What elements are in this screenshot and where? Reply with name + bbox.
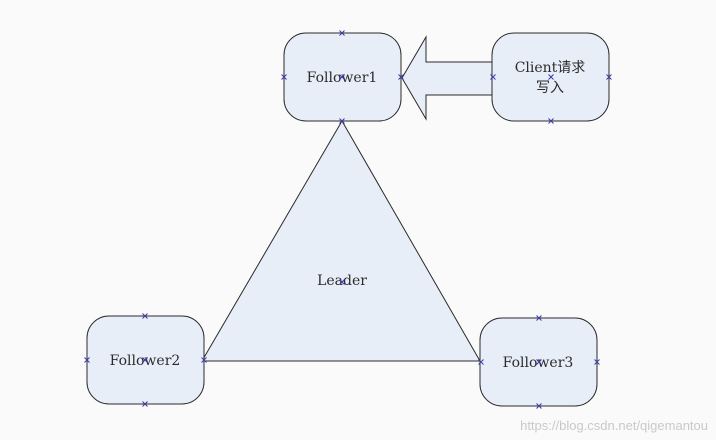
connection-handle-icon xyxy=(536,315,542,321)
follower1-label: Follower1 xyxy=(307,70,378,86)
leader-label: Leader xyxy=(317,273,367,289)
connection-handle-icon xyxy=(594,359,600,365)
watermark-text: https://blog.csdn.net/qigemantou xyxy=(520,418,708,433)
connection-handle-icon xyxy=(478,359,484,365)
connection-handle-icon xyxy=(339,74,345,80)
connection-handle-icon xyxy=(339,279,345,285)
client-label-line2: 写入 xyxy=(536,80,564,96)
connection-handle-icon xyxy=(536,359,542,365)
connection-handle-icon xyxy=(142,401,148,407)
client-label-line1: Client请求 xyxy=(515,60,586,76)
connection-handle-icon xyxy=(84,357,90,363)
connection-handle-icon xyxy=(201,357,207,363)
connection-handle-icon xyxy=(339,30,345,36)
connection-handle-icon xyxy=(281,74,287,80)
connection-handle-icon xyxy=(606,74,612,80)
client-to-follower1-arrow xyxy=(401,35,495,121)
connection-handle-icon xyxy=(548,118,554,124)
connection-handle-icon xyxy=(490,74,496,80)
follower2-label: Follower2 xyxy=(110,353,181,369)
left-arrow-icon xyxy=(401,35,495,121)
connection-handle-icon xyxy=(536,403,542,409)
leader-triangle xyxy=(201,120,481,362)
connection-handle-icon xyxy=(398,74,404,80)
connection-handle-icon xyxy=(142,313,148,319)
connection-handle-icon xyxy=(142,357,148,363)
connection-handle-icon xyxy=(339,118,345,124)
connection-handle-icon xyxy=(548,74,554,80)
leader-node[interactable]: Leader xyxy=(201,120,481,362)
connection-handles xyxy=(84,30,612,409)
